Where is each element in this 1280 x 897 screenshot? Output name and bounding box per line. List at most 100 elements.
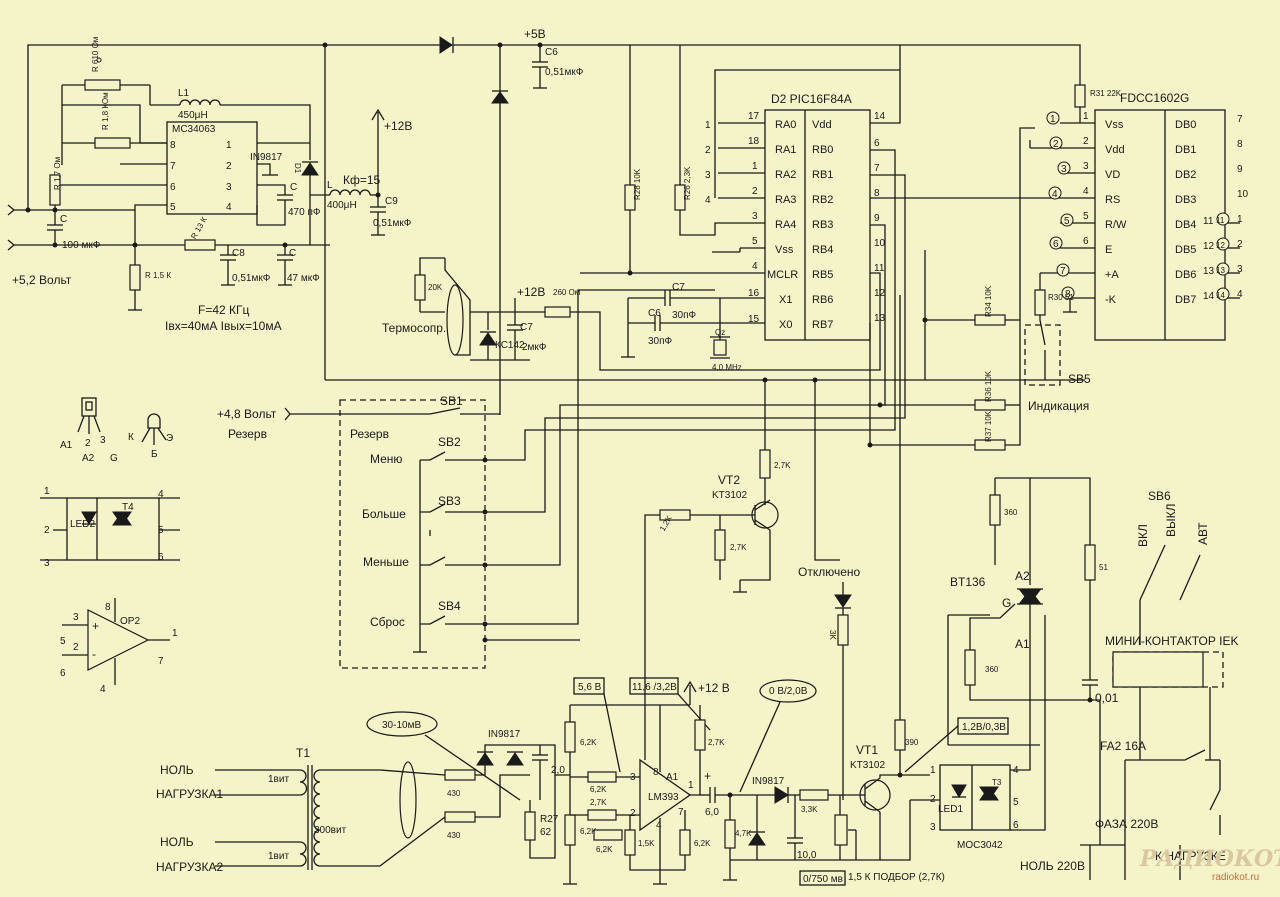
svg-text:RB2: RB2 [812,194,833,206]
watermark: РАДИОКОТ radiokot.ru [1139,846,1280,883]
c7-sensor-label: C7 [520,322,533,333]
triac-package [81,397,97,417]
vt2-type: KT3102 [712,490,747,501]
l1-label: L1 [178,88,190,99]
mc34063-ic [166,121,258,215]
svg-text:5: 5 [1013,797,1019,808]
r28-label: R28 10K [633,168,642,200]
svg-text:2: 2 [1237,239,1243,250]
c001-label: 0,01 [1095,691,1119,705]
contactor-label: МИНИ-КОНТАКТОР IEK [1105,634,1239,648]
svg-text:6: 6 [1013,820,1019,831]
svg-text:VD: VD [1105,169,1120,181]
r390-label: 390 [905,738,919,747]
svg-text:1: 1 [1050,114,1056,125]
svg-text:1: 1 [1083,111,1089,122]
svg-text:4: 4 [752,261,758,272]
svg-text:RA3: RA3 [775,194,796,206]
zener-label: КС142 [495,340,525,351]
lm393-label: LM393 [648,792,679,803]
r33-label: 3,3K [801,805,818,814]
r17-label: R 1,7 Ом [53,157,62,190]
input-48v-label: +4,8 Вольт [217,407,277,421]
watermark-url: radiokot.ru [1212,872,1259,883]
sw-auto-label: АВТ [1196,522,1210,545]
sb5-box [1024,324,1061,386]
svg-text:Vdd: Vdd [812,119,832,131]
svg-text:DB3: DB3 [1175,194,1196,206]
more-btn-label[interactable]: Больше [362,507,406,521]
c6-mcu-label: C6 [648,308,661,319]
svg-text:Vdd: Vdd [1105,144,1125,156]
vt2-stage: 2,7K VT2 KT3102 1,2K 2,7K Отключено 3K [644,377,861,800]
svg-text:4: 4 [100,684,106,695]
select-label: 1,5 К ПОДБОР (2,7К) [848,872,945,883]
svg-text:15: 15 [748,314,760,325]
reset-btn-label[interactable]: Сброс [370,615,405,629]
sw-on-label: ВКЛ [1136,524,1150,547]
r37-label: R37 10K [984,410,993,442]
indication-label: Индикация [1028,399,1089,413]
winding1b: 1вит [268,851,289,862]
svg-text:3: 3 [73,612,79,623]
less-btn-label[interactable]: Меньше [363,555,409,569]
svg-text:3: 3 [100,435,106,446]
svg-text:1: 1 [44,486,50,497]
svg-text:2: 2 [226,161,232,172]
r27k-analog-label: 2,7K [590,798,607,807]
svg-text:T4: T4 [122,502,134,513]
svg-text:7: 7 [1237,114,1243,125]
svg-text:5: 5 [1083,211,1089,222]
r62b-label: 6,2K [590,785,607,794]
svg-text:1: 1 [1237,214,1243,225]
svg-text:4: 4 [656,820,662,831]
svg-text:3: 3 [705,170,711,181]
input-terminals: +5,2 Вольт C 100 мкФ [7,204,330,287]
c8-value: 0,51мкФ [232,273,271,284]
svg-text:4: 4 [158,489,164,500]
svg-text:6: 6 [1053,239,1059,250]
svg-text:DB0: DB0 [1175,119,1196,131]
svg-text:2: 2 [85,438,91,449]
svg-text:+: + [92,619,99,633]
moc3042-label: MOC3042 [957,840,1003,851]
svg-text:2: 2 [752,186,758,197]
nol1-label: НОЛЬ [160,763,194,777]
svg-text:1: 1 [705,120,711,131]
c7-sensor-value: 2мкФ [522,342,547,353]
svg-text:RA1: RA1 [775,144,796,156]
pic-label: D2 PIC16F84A [771,92,852,106]
r260-label: 260 Ом [553,288,580,297]
svg-text:6: 6 [170,182,176,193]
c100-value: 100 мкФ [62,240,101,251]
svg-text:MCLR: MCLR [767,269,798,281]
svg-text:14: 14 [1203,291,1215,302]
svg-text:7: 7 [158,656,164,667]
r26-label: R26 2,3K [683,166,692,200]
crystal-value: 4,0 MHz [712,363,742,372]
faza-label: ФАЗА 220В [1095,817,1158,831]
svg-text:X0: X0 [779,319,792,331]
c20-label: 2,0 [551,765,565,776]
svg-text:3: 3 [1237,264,1243,275]
svg-text:11: 11 [1216,216,1225,225]
svg-text:4: 4 [705,195,711,206]
svg-text:Vss: Vss [775,244,794,256]
output-filter: +12В L Кф=15 400μH C9 0,51мкФ [310,108,412,236]
c9-label: C9 [385,196,398,207]
menu-btn-label[interactable]: Меню [370,452,402,466]
a1-label: A1 [1015,637,1030,651]
sb6-label: SB6 [1148,489,1171,503]
bt136-label: BT136 [950,575,986,589]
svg-text:5: 5 [170,202,176,213]
r47-label: 4,7K [735,829,752,838]
pullup-resistors: R34 10K R36 10K R37 10K [867,250,1021,451]
c6-top-value: 0,51мкФ [545,67,584,78]
svg-text:RA2: RA2 [775,169,796,181]
svg-text:1: 1 [930,765,936,776]
load2-label: НАГРУЗКА2 [156,860,224,874]
svg-text:7: 7 [678,807,684,818]
c7-mcu-value: 30пФ [672,310,697,321]
b02-label: 0 В/2,0В [769,686,808,697]
svg-text:4: 4 [1237,289,1243,300]
